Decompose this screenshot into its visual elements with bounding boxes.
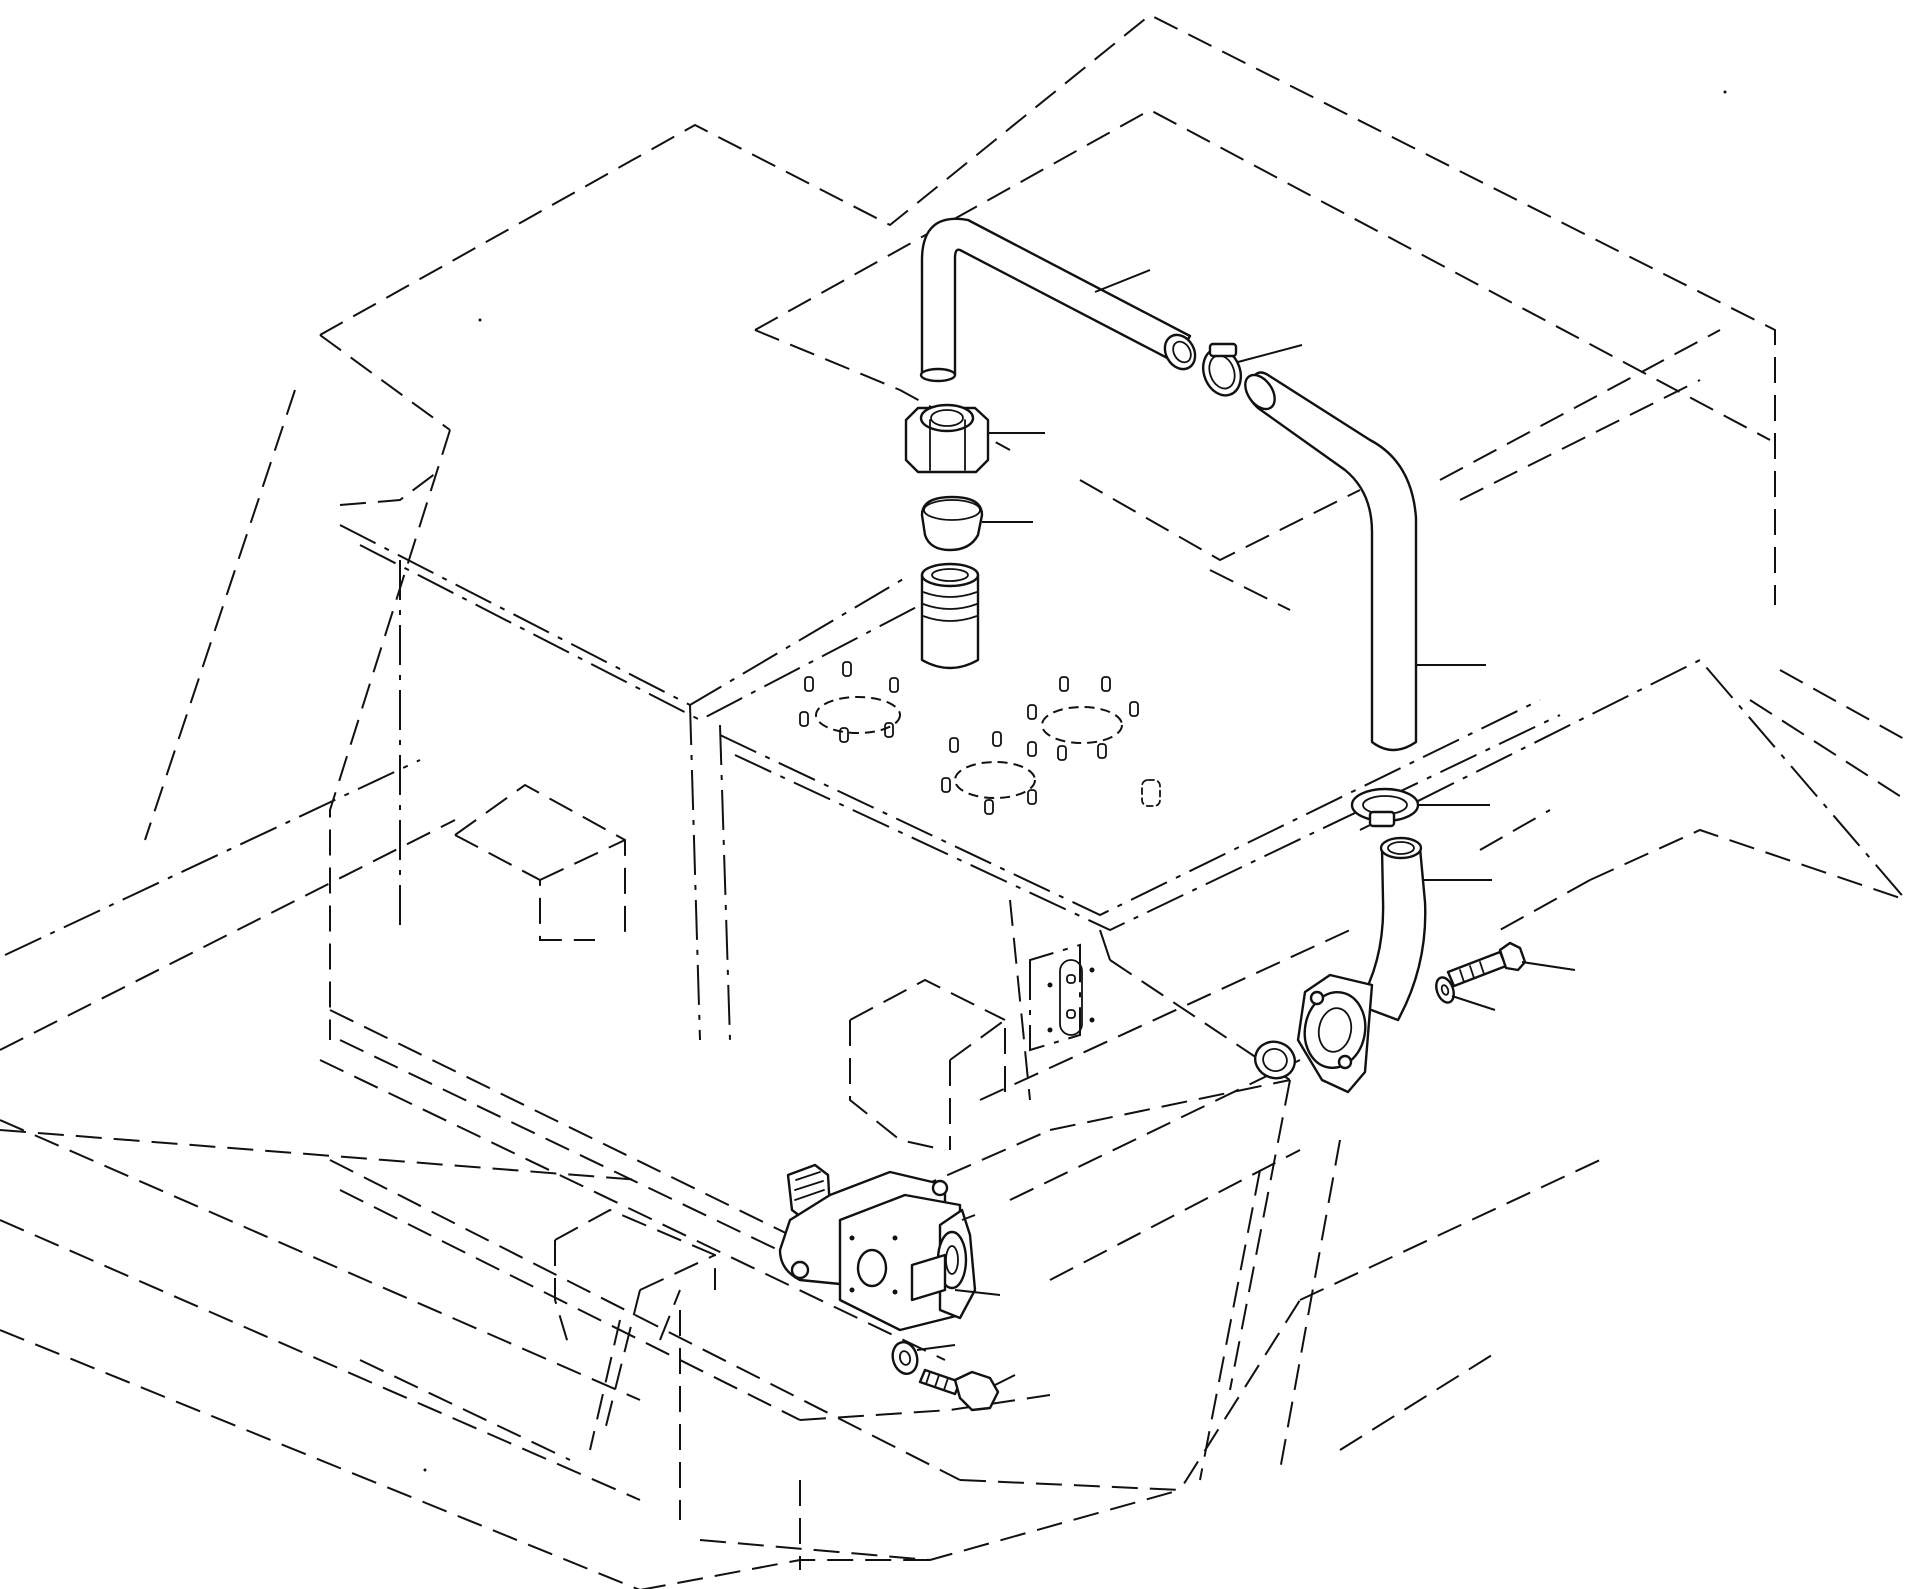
o-ring[interactable] [1250,1036,1300,1084]
machine-frame-outline [0,13,1906,1589]
hose-clamp-upper[interactable] [1197,342,1303,400]
nut-fitting[interactable] [904,403,1045,474]
single-bolt-hole [1141,779,1161,807]
mounting-bolt-patterns [799,661,1161,1036]
threaded-connector[interactable] [920,562,980,670]
elbow-flange-tube[interactable] [1296,836,1492,1094]
flange-washer[interactable] [1433,975,1496,1011]
bolt-pattern-3 [941,731,1037,815]
vertical-hose[interactable] [1239,370,1486,752]
hose-clamp-lower[interactable] [1350,787,1490,828]
bolt-pattern-2 [1027,676,1139,761]
gear-pump[interactable] [778,1163,1001,1332]
sleeve[interactable] [920,495,1033,552]
pump-bolt[interactable] [918,1368,1016,1412]
pump-washer[interactable] [889,1339,956,1376]
bolt-pattern-1 [799,661,901,743]
flange-bolt[interactable] [1446,941,1576,988]
upper-pipe[interactable] [919,217,1201,383]
slotted-bracket [1047,959,1095,1036]
